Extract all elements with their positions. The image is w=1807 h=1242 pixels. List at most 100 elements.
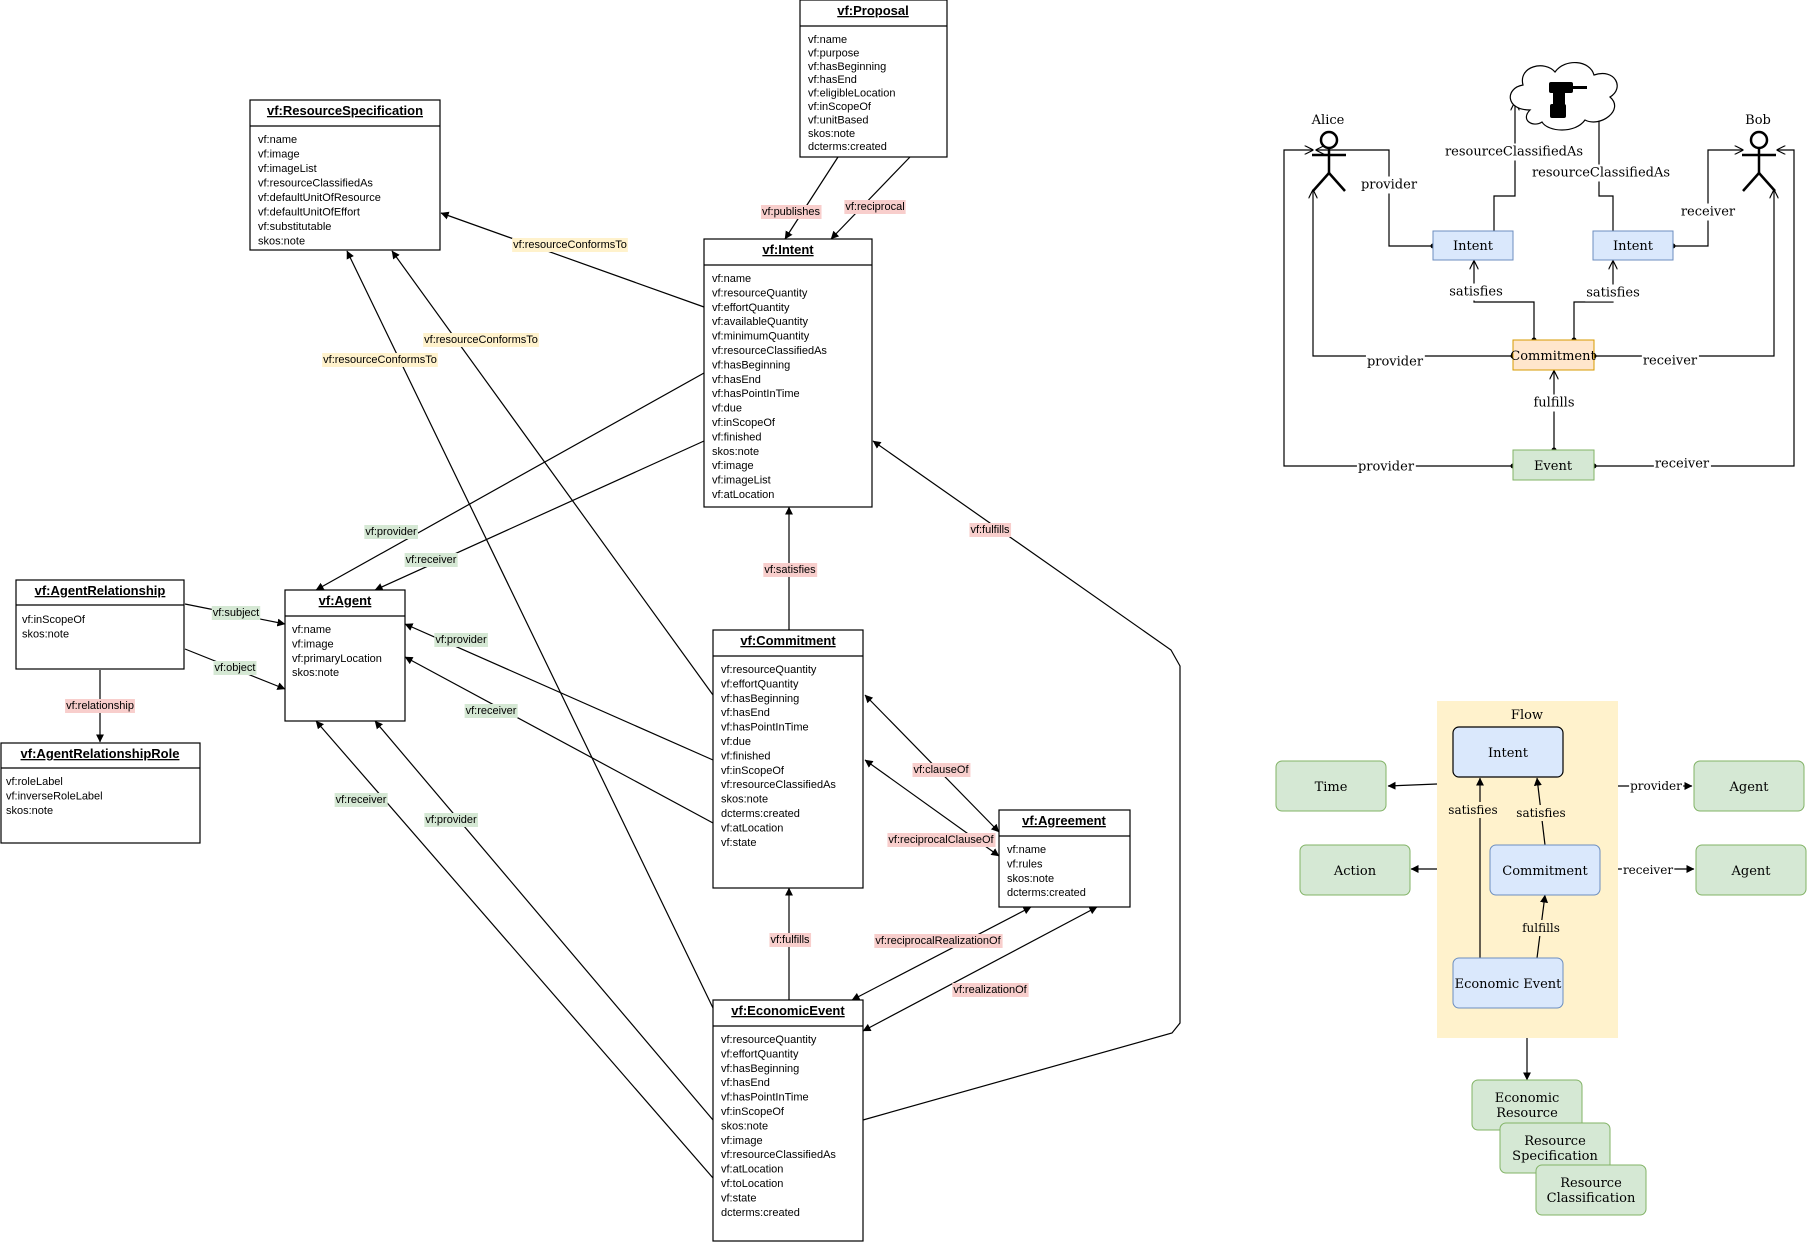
attribute-item: vf:imageList	[712, 475, 771, 487]
attribute-item: skos:note	[721, 794, 768, 806]
attribute-item: vf:inScopeOf	[808, 101, 872, 113]
relationship-label: vf:relationship	[65, 699, 135, 713]
svg-text:Classification: Classification	[1547, 1191, 1636, 1206]
flow-economic-event-node[interactable]: Economic Event	[1452, 957, 1564, 1009]
commitment-provider-edge	[1313, 190, 1513, 356]
event-resource-conforms-to-edge	[346, 250, 714, 1009]
resource-conforms-to-label-3: vf:resourceConformsTo	[322, 353, 438, 367]
attribute-item: vf:substitutable	[258, 221, 331, 233]
attribute-item: dcterms:created	[808, 141, 887, 153]
agent-class[interactable]: vf:Agent vf:namevf:imagevf:primaryLocati…	[284, 589, 406, 722]
scenario-classified-right-label: resourceClassifiedAs	[1530, 164, 1672, 182]
scenario-intent-left[interactable]: Intent	[1432, 230, 1514, 261]
svg-text:Intent: Intent	[1453, 239, 1494, 254]
attribute-item: vf:hasPointInTime	[721, 722, 809, 734]
flow-agent-receiver-node[interactable]: Agent	[1695, 844, 1807, 896]
attribute-item: skos:note	[292, 667, 339, 679]
drill-icon	[1549, 82, 1587, 118]
event-fulfills-label: vf:fulfills	[769, 933, 812, 947]
proposal-title: vf:Proposal	[837, 3, 909, 18]
event-receiver-label: vf:receiver	[334, 793, 388, 807]
agent-relationship-role-class[interactable]: vf:AgentRelationshipRole vf:roleLabelvf:…	[0, 742, 201, 844]
attribute-item: skos:note	[258, 236, 305, 248]
commitment-receiver-edge	[404, 656, 714, 824]
alice-label: Alice	[1311, 113, 1345, 128]
resource-specification-class[interactable]: vf:ResourceSpecification vf:namevf:image…	[249, 99, 441, 251]
svg-text:vf:satisfies: vf:satisfies	[764, 564, 816, 576]
flow-resource-classification-node[interactable]: Resource Classification	[1535, 1164, 1647, 1216]
attribute-item: vf:availableQuantity	[712, 316, 808, 328]
attribute-item: vf:resourceQuantity	[721, 664, 817, 676]
scenario-commitment[interactable]: Commitment	[1510, 339, 1596, 371]
attribute-item: vf:inScopeOf	[721, 1106, 785, 1118]
svg-text:Agent: Agent	[1731, 864, 1772, 879]
svg-text:vf:realizationOf: vf:realizationOf	[953, 984, 1027, 996]
attribute-item: vf:defaultUnitOfResource	[258, 192, 381, 204]
resource-specification-title: vf:ResourceSpecification	[267, 103, 423, 118]
attribute-item: dcterms:created	[721, 808, 800, 820]
svg-text:receiver: receiver	[1681, 205, 1736, 220]
attribute-item: vf:effortQuantity	[721, 678, 799, 690]
attribute-item: vf:state	[721, 1192, 756, 1204]
resource-specification-attributes: vf:namevf:imagevf:imageListvf:resourceCl…	[258, 134, 381, 248]
intent-left-classified-edge	[1494, 102, 1515, 233]
alice-actor-icon	[1312, 130, 1346, 192]
flow-satisfies-left-label: satisfies	[1447, 802, 1499, 818]
scenario-event[interactable]: Event	[1512, 449, 1595, 481]
flow-resource-specification-node[interactable]: Resource Specification	[1499, 1122, 1611, 1174]
subject-label: vf:subject	[211, 606, 261, 620]
flow-intent-node[interactable]: Intent	[1452, 726, 1564, 778]
attribute-item: vf:roleLabel	[6, 776, 63, 788]
economic-event-attributes: vf:resourceQuantityvf:effortQuantityvf:h…	[721, 1034, 836, 1219]
commitment-receiver-label: vf:receiver	[464, 704, 518, 718]
economic-event-class[interactable]: vf:EconomicEvent vf:resourceQuantityvf:e…	[712, 999, 864, 1242]
attribute-item: vf:resourceClassifiedAs	[721, 1149, 836, 1161]
proposal-class[interactable]: vf:Proposal vf:namevf:purposevf:hasBegin…	[799, 0, 948, 158]
attribute-item: vf:inScopeOf	[721, 765, 785, 777]
uml-classes: vf:Proposal vf:namevf:purposevf:hasBegin…	[0, 0, 1131, 1242]
svg-text:vf:subject: vf:subject	[213, 607, 259, 619]
intent-receiver-edge	[374, 440, 705, 591]
attribute-item: vf:hasBeginning	[808, 61, 886, 73]
intent-right-receiver-edge	[1673, 150, 1743, 246]
agreement-class[interactable]: vf:Agreement vf:namevf:rulesskos:notedct…	[998, 809, 1131, 908]
agent-attributes: vf:namevf:imagevf:primaryLocationskos:no…	[292, 624, 382, 679]
uml-edge-labels: vf:publishes vf:reciprocal vf:resourceCo…	[65, 200, 1029, 997]
intent-fulfills-label: vf:fulfills	[969, 523, 1012, 537]
attribute-item: vf:inScopeOf	[712, 417, 776, 429]
flow-title: Flow	[1511, 708, 1543, 723]
event-receiver-edge	[315, 720, 714, 1179]
flow-time-node[interactable]: Time	[1275, 760, 1387, 812]
svg-text:Commitment: Commitment	[1510, 349, 1596, 364]
intent-receiver-label: vf:receiver	[404, 553, 458, 567]
attribute-item: vf:atLocation	[721, 822, 783, 834]
attribute-item: vf:defaultUnitOfEffort	[258, 207, 360, 219]
flow-action-node[interactable]: Action	[1299, 844, 1411, 896]
svg-text:Intent: Intent	[1613, 239, 1654, 254]
attribute-item: vf:hasPointInTime	[712, 388, 800, 400]
satisfies-label: vf:satisfies	[763, 563, 818, 577]
attribute-item: vf:state	[721, 837, 756, 849]
attribute-item: vf:hasEnd	[808, 74, 857, 86]
flow-commitment-node[interactable]: Commitment	[1489, 844, 1601, 896]
svg-text:Economic Event: Economic Event	[1455, 977, 1563, 992]
attribute-item: vf:resourceClassifiedAs	[712, 345, 827, 357]
commitment-class[interactable]: vf:Commitment vf:resourceQuantityvf:effo…	[712, 629, 864, 889]
agent-relationship-class[interactable]: vf:AgentRelationship vf:inScopeOfskos:no…	[15, 579, 185, 670]
commitment-resource-conforms-to-edge	[391, 250, 714, 696]
intent-provider-label: vf:provider	[364, 525, 419, 539]
flow-economic-resource-node[interactable]: Economic Resource	[1471, 1079, 1583, 1131]
flow-diagram: Flow Intent Commitment Economic Event Ti…	[1275, 701, 1807, 1216]
attribute-item: vf:name	[1007, 844, 1046, 856]
svg-text:vf:provider: vf:provider	[425, 814, 477, 826]
flow-agent-provider-node[interactable]: Agent	[1693, 760, 1805, 812]
uml-edges	[96, 156, 1181, 1179]
intent-class[interactable]: vf:Intent vf:namevf:resourceQuantityvf:e…	[703, 238, 873, 508]
attribute-item: vf:inverseRoleLabel	[6, 790, 103, 802]
svg-text:Time: Time	[1315, 780, 1348, 795]
svg-text:vf:reciprocal: vf:reciprocal	[845, 201, 904, 213]
scenario-intent-right[interactable]: Intent	[1592, 230, 1674, 261]
